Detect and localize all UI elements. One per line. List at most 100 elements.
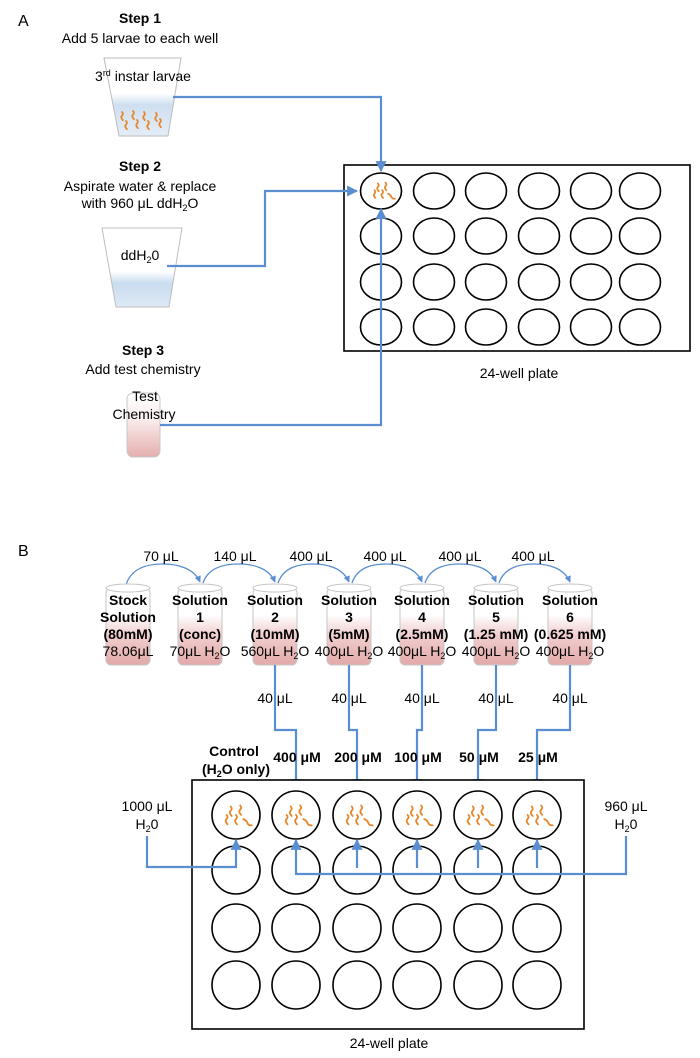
plate-a-well [464, 217, 508, 255]
tube-rim [547, 583, 593, 593]
larva-icon [228, 805, 233, 817]
larva-icon [539, 804, 544, 816]
tube-label-line2: 4 [418, 609, 426, 625]
transfer-volume-label: 400 μL [511, 548, 554, 564]
transfer-volume-label: 70 μL [143, 548, 179, 564]
plate-a-well [464, 308, 508, 346]
tube-label-line1: Solution [247, 592, 303, 608]
larva-icon [302, 818, 313, 827]
plate-b-well [332, 960, 382, 1010]
plate-a-well [618, 217, 662, 255]
larvae-beaker [103, 57, 182, 137]
dispense-arrow [347, 665, 363, 791]
larva-icon [288, 805, 293, 817]
plate-a-well [618, 308, 662, 346]
panel-a-label: A [18, 13, 29, 30]
larva-icon [383, 181, 388, 192]
tube-volume: 560μL H2O [241, 643, 310, 661]
dispense-arrow [531, 665, 572, 791]
tube-label-line2: 6 [566, 609, 574, 625]
larva-icon [387, 192, 396, 200]
plate-a-well [517, 217, 561, 255]
tube-rim [399, 583, 445, 593]
larva-icon [345, 814, 350, 826]
transfer-arc [277, 563, 350, 584]
plate-a-well [412, 217, 456, 255]
plate-a-well [359, 172, 403, 210]
plate-b-well [453, 960, 503, 1010]
dispense-volume-label: 40 μL [257, 690, 293, 706]
larva-icon [359, 804, 364, 816]
tube-volume: 70μL H2O [170, 643, 231, 661]
tube-label-line3: (0.625 mM) [534, 626, 606, 642]
transfer-arc [498, 563, 571, 584]
larva-icon [380, 189, 384, 199]
plate-b-well [271, 903, 321, 953]
dispense-arrow [273, 665, 302, 791]
test-chemistry-label-line1: Test [132, 388, 158, 404]
plate-a-well [569, 172, 613, 210]
tube-rim [105, 583, 151, 593]
tube-label-line3: (5mM) [328, 626, 369, 642]
tube-label-line3: (conc) [179, 626, 221, 642]
larva-icon [405, 814, 410, 826]
larva-icon [525, 814, 530, 826]
test-chemistry-label-line2: Chemistry [112, 406, 175, 422]
plate-b-well [512, 960, 562, 1010]
plate-b-well [271, 960, 321, 1010]
tube-rim [252, 583, 298, 593]
plate-a-well [412, 308, 456, 346]
larva-icon [142, 111, 146, 121]
larva-icon [363, 818, 374, 827]
larva-icon [376, 182, 380, 193]
larva-icon [154, 112, 158, 122]
larva-icon [476, 814, 480, 826]
larva-icon [238, 804, 243, 816]
transfer-volume-label: 400 μL [289, 548, 332, 564]
water-beaker-label: ddH20 [121, 247, 160, 265]
larva-icon [284, 814, 289, 826]
plate-a-caption: 24-well plate [480, 365, 559, 381]
dispense-volume-label: 40 μL [331, 690, 367, 706]
well-concentration-label: 50 μM [459, 749, 499, 765]
tube-label-line2: 5 [492, 609, 500, 625]
larva-icon [529, 805, 534, 817]
left-water-label: H20 [136, 816, 159, 834]
tube-rim [473, 583, 519, 593]
step3-arrow [160, 207, 387, 427]
plate-a-well [618, 263, 662, 301]
tube-label-line1: Solution [468, 592, 524, 608]
step1-description: Add 5 larvae to each well [62, 30, 218, 46]
tube-volume: 400μL H2O [315, 643, 384, 661]
larva-icon [298, 804, 303, 816]
left-water-arrow [145, 836, 242, 869]
dispense-volume-label: 40 μL [478, 690, 514, 706]
dispense-arrow [472, 665, 498, 791]
plate-b-well [453, 903, 503, 953]
larva-icon [409, 805, 414, 817]
larva-icon [124, 120, 128, 130]
larva-icon [146, 120, 150, 130]
plate-b-well [392, 960, 442, 1010]
tube-label-line1: Solution [542, 592, 598, 608]
larva-icon [480, 804, 485, 816]
larva-icon [135, 119, 139, 129]
larva-icon [419, 804, 424, 816]
plate-a-well [412, 263, 456, 301]
larva-icon [224, 814, 229, 826]
larva-icon [355, 814, 359, 826]
step2-description-line2: with 960 μL ddH2O [81, 195, 199, 213]
step2-description-line1: Aspirate water & replace [64, 178, 217, 194]
control-label-line1: Control [209, 743, 259, 759]
dispense-volume-label: 40 μL [404, 690, 440, 706]
tube-volume: 78.06μL [103, 643, 154, 659]
plate-b-well [211, 960, 261, 1010]
larva-icon [466, 814, 471, 826]
plate-a-well [517, 172, 561, 210]
